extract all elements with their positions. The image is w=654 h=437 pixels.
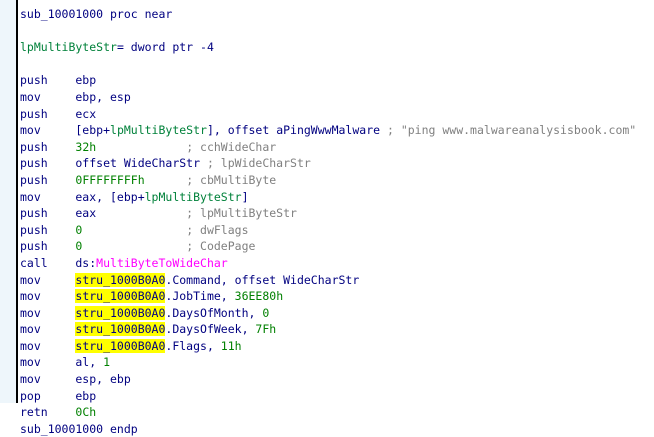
code-line[interactable]: push ebp	[20, 72, 636, 89]
code-line[interactable]: pop ebp	[20, 388, 636, 405]
code-line[interactable]: mov stru_1000B0A0.Command, offset WideCh…	[20, 272, 636, 289]
code-line[interactable]: mov stru_1000B0A0.Flags, 11h	[20, 338, 636, 355]
code-line[interactable]: call ds:MultiByteToWideChar	[20, 255, 636, 272]
code-line[interactable]: mov eax, [ebp+lpMultiByteStr]	[20, 189, 636, 206]
code-line[interactable]: mov ebp, esp	[20, 89, 636, 106]
code-text: .DaysOfWeek,	[165, 322, 256, 337]
code-text: push	[20, 172, 76, 187]
code-line[interactable]: mov esp, ebp	[20, 371, 636, 388]
immediate-value: 0	[262, 305, 270, 320]
code-line[interactable]: mov stru_1000B0A0.DaysOfMonth, 0	[20, 305, 636, 322]
code-text: call ds:	[20, 255, 97, 270]
comment: ; cchWideChar	[186, 139, 277, 154]
comment: ; cbMultiByte	[186, 172, 277, 187]
blank-line[interactable]	[20, 23, 636, 40]
code-line[interactable]: push offset WideCharStr ; lpWideCharStr	[20, 155, 636, 172]
highlighted-symbol: stru_1000B0A0	[75, 322, 166, 337]
code-line[interactable]: push 0FFFFFFFFh ; cbMultiByte	[20, 172, 636, 189]
left-gutter	[0, 0, 16, 403]
immediate-value: 0Ch	[75, 405, 97, 420]
immediate-value: 0FFFFFFFFh	[75, 172, 145, 187]
highlighted-symbol: stru_1000B0A0	[75, 338, 166, 353]
immediate-value: 36EE80h	[234, 289, 284, 304]
code-line[interactable]: push 0 ; CodePage	[20, 238, 636, 255]
comment: ; "ping www.malwareanalysisbook.com"	[386, 123, 637, 138]
code-line[interactable]: sub_10001000 endp	[20, 421, 636, 437]
comment: ; CodePage	[186, 239, 256, 254]
code-text: push offset WideCharStr	[20, 156, 207, 171]
code-text: push ecx	[20, 106, 97, 121]
code-line[interactable]: mov stru_1000B0A0.JobTime, 36EE80h	[20, 288, 636, 305]
local-variable: lpMultiByteStr	[20, 40, 117, 55]
code-text: mov ebp, esp	[20, 89, 131, 104]
immediate-value: 0	[75, 239, 83, 254]
immediate-value: 7Fh	[255, 322, 277, 337]
code-text: .Command, offset WideCharStr	[165, 272, 360, 287]
local-variable: lpMultiByteStr	[144, 189, 242, 204]
gutter-border	[16, 0, 18, 403]
immediate-value: 32h	[75, 139, 97, 154]
code-text: push ebp	[20, 73, 97, 88]
code-text: ], offset aPingWwwMalware	[206, 123, 387, 138]
code-line[interactable]: push 32h ; cchWideChar	[20, 139, 636, 156]
code-line[interactable]: mov [ebp+lpMultiByteStr], offset aPingWw…	[20, 122, 636, 139]
code-text: mov al,	[20, 355, 104, 370]
code-text	[82, 239, 186, 253]
code-text: mov	[20, 322, 76, 337]
code-text: mov	[20, 305, 76, 320]
code-text	[82, 223, 186, 237]
code-text: ]	[241, 189, 249, 204]
code-line[interactable]: push 0 ; dwFlags	[20, 222, 636, 239]
code-line[interactable]: retn 0Ch	[20, 404, 636, 421]
code-line[interactable]: push ecx	[20, 106, 636, 123]
code-text	[145, 173, 187, 187]
code-text: push	[20, 139, 76, 154]
code-text: mov	[20, 272, 76, 287]
highlighted-symbol: stru_1000B0A0	[75, 289, 166, 304]
code-text: = dword ptr -4	[116, 40, 214, 55]
code-line[interactable]: push eax ; lpMultiByteStr	[20, 205, 636, 222]
code-text: mov	[20, 338, 76, 353]
code-text: mov esp, ebp	[20, 372, 131, 387]
code-text: .DaysOfMonth,	[165, 305, 263, 320]
code-line[interactable]: mov stru_1000B0A0.DaysOfWeek, 7Fh	[20, 321, 636, 338]
code-line[interactable]: lpMultiByteStr= dword ptr -4	[20, 39, 636, 56]
code-text	[96, 140, 186, 154]
code-line[interactable]: sub_10001000 proc near	[20, 6, 636, 23]
code-text: push	[20, 222, 76, 237]
comment: ; dwFlags	[186, 222, 249, 237]
code-text: sub_10001000 endp	[20, 421, 138, 436]
code-line[interactable]: mov al, 1	[20, 354, 636, 371]
import-name: MultiByteToWideChar	[96, 255, 228, 270]
comment: ; lpMultiByteStr	[186, 206, 297, 221]
code-text: pop ebp	[20, 388, 97, 403]
code-text: .JobTime,	[165, 289, 235, 304]
local-variable: lpMultiByteStr	[110, 123, 207, 138]
code-text: mov eax, [ebp+	[20, 189, 145, 204]
highlighted-symbol: stru_1000B0A0	[75, 305, 166, 320]
comment: ; lpWideCharStr	[206, 156, 311, 171]
blank-line[interactable]	[20, 56, 636, 73]
code-text: .Flags,	[165, 338, 221, 353]
code-text: push eax	[20, 206, 187, 221]
code-text: sub_10001000 proc near	[20, 7, 173, 21]
immediate-value: 0	[75, 222, 83, 237]
code-text: mov [ebp+	[20, 123, 111, 138]
code-text: retn	[20, 405, 76, 420]
code-text: mov	[20, 289, 76, 304]
highlighted-symbol: stru_1000B0A0	[75, 272, 166, 287]
immediate-value: 1	[103, 355, 111, 370]
immediate-value: 11h	[220, 338, 242, 353]
code-text: push	[20, 239, 76, 254]
